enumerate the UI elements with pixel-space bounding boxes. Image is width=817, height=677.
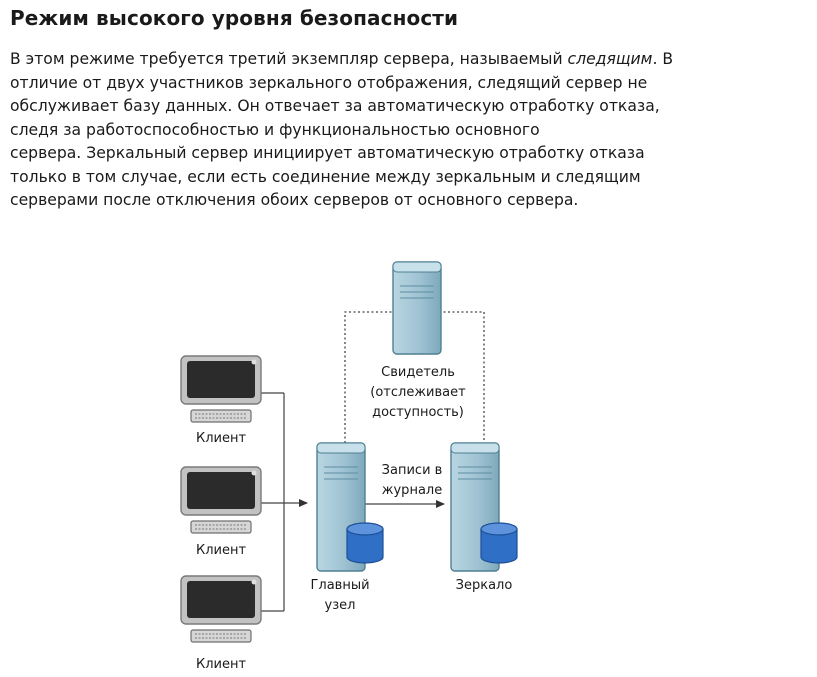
paragraph-line-6: только в том случае, если есть соединени… bbox=[10, 167, 641, 186]
witness-label-line-2: (отслеживает bbox=[370, 385, 466, 400]
client-computer-icon bbox=[180, 466, 262, 534]
paragraph-line-5: сервера. Зеркальный сервер инициирует ав… bbox=[10, 144, 645, 162]
client-computer-icon bbox=[180, 575, 262, 643]
log-label-line-1: Записи в bbox=[382, 463, 443, 478]
paragraph-line-4: следя за работоспособностью и функционал… bbox=[10, 120, 540, 139]
page-title: Режим высокого уровня безопасности bbox=[10, 6, 459, 30]
client-connector bbox=[261, 392, 285, 612]
description-paragraph: В этом режиме требуется третий экземпляр… bbox=[10, 48, 673, 213]
client-1-label: Клиент bbox=[196, 431, 246, 446]
client-computer-icon bbox=[180, 355, 262, 423]
paragraph-line-7: серверами после отключения обоих серверо… bbox=[10, 191, 579, 209]
principal-label-line-1: Главный bbox=[310, 578, 369, 593]
paragraph-line-1-start: В этом режиме требуется третий экземпляр… bbox=[10, 50, 568, 68]
paragraph-line-3: обслуживает базу данных. Он отвечает за … bbox=[10, 97, 660, 115]
witness-label-line-1: Свидетель bbox=[381, 365, 455, 380]
paragraph-line-1-end: . В bbox=[652, 50, 674, 68]
paragraph-line-2: отличие от двух участников зеркального о… bbox=[10, 73, 648, 92]
principal-database-icon bbox=[346, 522, 384, 564]
principal-label-line-2: узел bbox=[325, 598, 356, 613]
client-2-label: Клиент bbox=[196, 543, 246, 558]
witness-term: следящим bbox=[567, 50, 653, 68]
mirror-label: Зеркало bbox=[456, 578, 513, 593]
log-label-line-2: журнале bbox=[382, 483, 442, 498]
witness-label-line-3: доступность) bbox=[372, 405, 464, 420]
paragraph-line-1: В этом режиме требуется третий экземпляр… bbox=[10, 48, 673, 72]
witness-server-icon bbox=[392, 261, 442, 355]
mirror-database-icon bbox=[480, 522, 518, 564]
client-3-label: Клиент bbox=[196, 657, 246, 672]
